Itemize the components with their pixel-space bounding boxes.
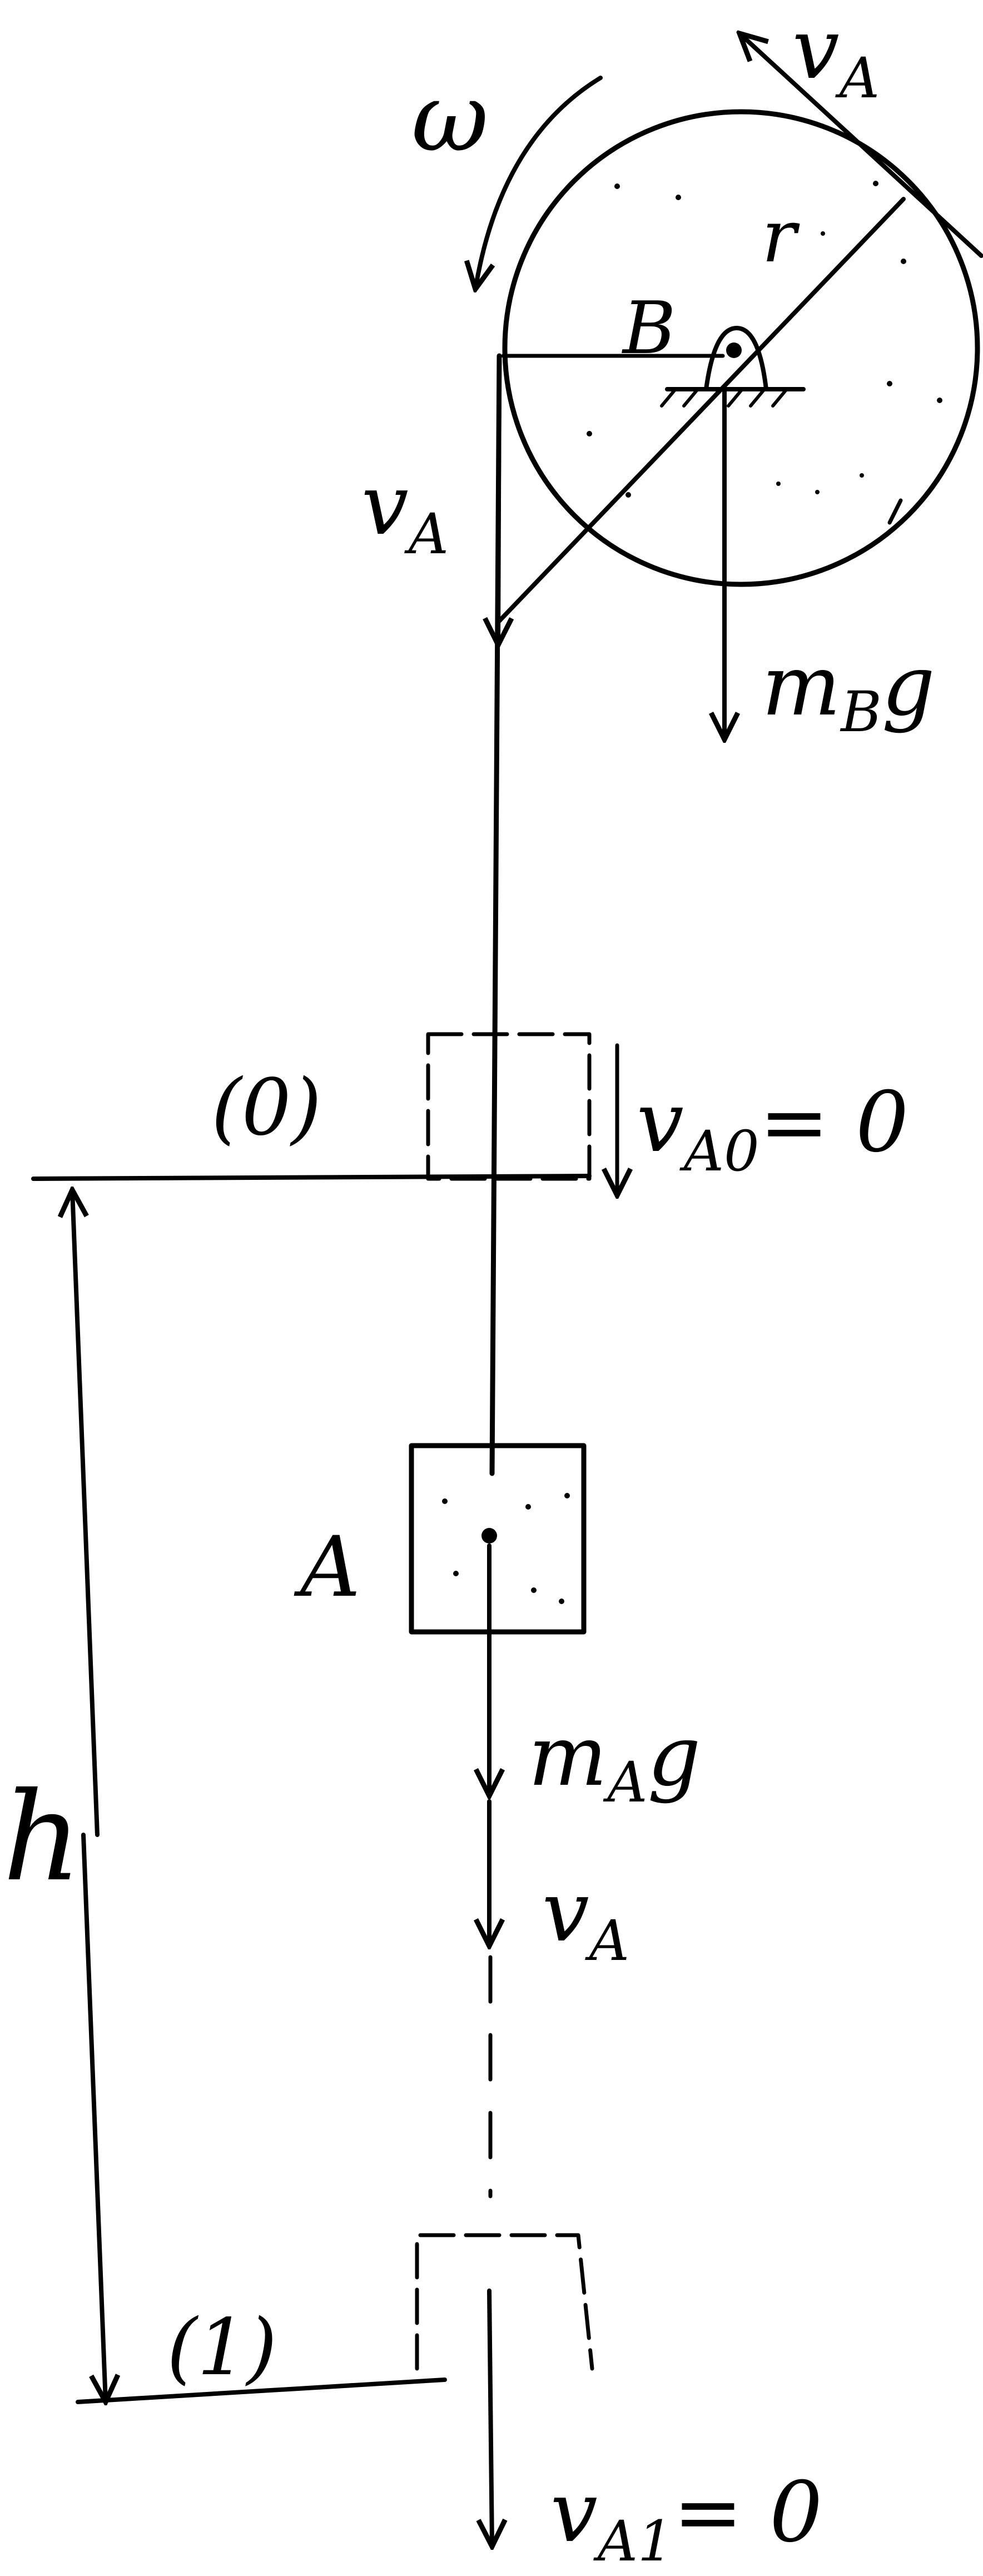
label-vA-block: vA xyxy=(542,1864,629,1973)
bearing-hatching xyxy=(660,388,788,408)
label-vA1: vA1= 0 xyxy=(550,2464,822,2574)
block-final-outline xyxy=(415,2233,594,2371)
label-vA0: vA0= 0 xyxy=(637,1074,908,1184)
block-A-texture xyxy=(442,1493,570,1604)
label-omega: ω xyxy=(411,63,489,173)
arrow-omega xyxy=(475,76,603,289)
omega-indicator: ω xyxy=(411,63,603,289)
reference-line-1 xyxy=(76,2378,447,2404)
block-A-body xyxy=(409,1443,587,1635)
disc-edge-mark xyxy=(887,498,903,525)
pulley-centre xyxy=(726,343,742,358)
reference-line-0 xyxy=(31,1174,592,1181)
label-radius: r xyxy=(762,194,800,279)
pulley-radius-line xyxy=(495,197,906,625)
label-mAg: mAg xyxy=(528,1708,701,1815)
block-initial-outline xyxy=(426,1032,592,1181)
label-mBg: mBg xyxy=(762,638,935,744)
pulley-texture-dots xyxy=(587,181,942,498)
label-position-1: (1) xyxy=(167,2302,277,2393)
height-dimension: h xyxy=(3,1190,106,2402)
label-block-A: A xyxy=(294,1519,360,1616)
position-1: (1) vA1= 0 xyxy=(76,2233,822,2574)
arrow-vA-rope xyxy=(498,359,499,645)
label-vA-left: vA xyxy=(361,457,449,567)
arrow-vA1 xyxy=(489,2289,492,2547)
pulley-disc xyxy=(502,109,980,587)
position-0: (0) vA0= 0 xyxy=(31,1032,908,1195)
arrow-height-down xyxy=(81,1833,106,2402)
label-height: h xyxy=(3,1766,82,1908)
label-vA-tangent: vA xyxy=(792,1,880,111)
block-A: A mAg vA xyxy=(294,1443,701,1973)
arrow-vA-tangent xyxy=(739,33,914,194)
block-A-centre xyxy=(481,1528,497,1543)
pulley xyxy=(495,33,983,739)
label-point-B: B xyxy=(622,286,676,370)
arrow-height-up xyxy=(72,1190,100,1837)
tangent-extension xyxy=(910,190,983,258)
bearing-support xyxy=(704,326,768,391)
label-position-0: (0) xyxy=(211,1063,321,1153)
